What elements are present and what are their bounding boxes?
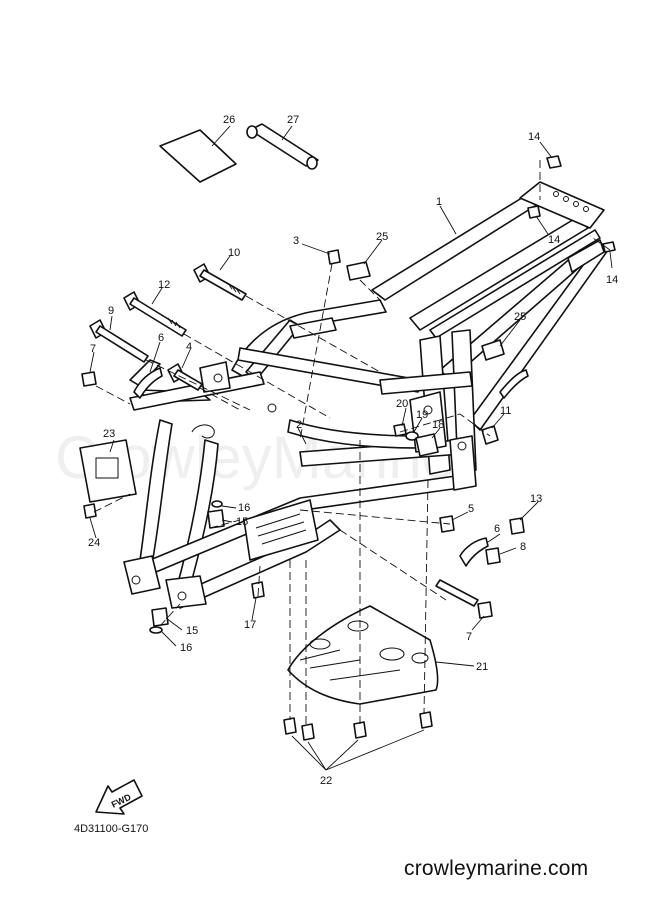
callout-7-right: 7 — [466, 631, 472, 643]
washer-16-top[interactable] — [211, 500, 223, 508]
callout-3: 3 — [293, 235, 299, 247]
callout-27: 27 — [287, 114, 299, 126]
bolt-9[interactable] — [89, 319, 149, 363]
washer-16-bottom[interactable] — [149, 626, 163, 634]
assembly-lines — [93, 160, 611, 726]
callout-26: 26 — [223, 114, 235, 126]
callout-13: 13 — [530, 493, 542, 505]
callout-22: 22 — [320, 775, 332, 787]
callout-23: 23 — [103, 428, 115, 440]
nut-7-left[interactable] — [81, 371, 97, 387]
leader-lines — [89, 125, 613, 771]
damper-18[interactable] — [415, 433, 439, 457]
callout-11: 11 — [500, 405, 511, 417]
collar-15-top[interactable] — [207, 509, 225, 529]
long-bolt-right[interactable] — [435, 579, 479, 607]
bracket-6-right[interactable] — [459, 537, 489, 567]
nut-8[interactable] — [485, 547, 501, 565]
callout-14-top: 14 — [528, 131, 540, 143]
bolt-24[interactable] — [83, 503, 97, 519]
callout-4: 4 — [186, 341, 192, 353]
callout-7-left: 7 — [90, 343, 96, 355]
diagram-code: 4D31100-G170 — [74, 823, 149, 835]
callout-16-top: 16 — [238, 502, 250, 514]
site-url: crowleymarine.com — [404, 857, 589, 880]
nut-11[interactable] — [481, 425, 499, 445]
bolt-4[interactable] — [167, 363, 203, 391]
callout-24: 24 — [88, 537, 100, 549]
clip-3[interactable] — [327, 249, 341, 265]
callout-15-bottom: 15 — [186, 625, 198, 637]
callout-9: 9 — [108, 305, 114, 317]
callout-17: 17 — [244, 619, 256, 631]
bolt-10[interactable] — [193, 263, 247, 301]
tool-tube-part[interactable] — [246, 123, 319, 170]
damper-25-top[interactable] — [346, 261, 371, 281]
callout-2: 2 — [296, 419, 302, 431]
callout-15-top: 15 — [236, 516, 248, 528]
cap-14-mid[interactable] — [527, 205, 541, 219]
bolt-22-b[interactable] — [301, 723, 315, 741]
callout-18: 18 — [432, 419, 444, 431]
bracket-23[interactable] — [79, 439, 137, 503]
callout-16-bottom: 16 — [180, 642, 192, 654]
fwd-arrow: FWD — [95, 779, 143, 815]
callout-10: 10 — [228, 247, 240, 259]
callout-8: 8 — [520, 541, 526, 553]
nut-7-right[interactable] — [477, 601, 493, 619]
bolt-20[interactable] — [393, 423, 407, 437]
callout-6-right: 6 — [494, 523, 500, 535]
cap-14-right[interactable] — [602, 241, 616, 253]
callout-6-left: 6 — [158, 332, 164, 344]
tool-bag-part[interactable] — [159, 129, 237, 183]
bracket-6-left[interactable] — [133, 367, 163, 399]
callout-12: 12 — [158, 279, 170, 291]
callout-numbers: 1 2 3 4 5 6 6 7 7 8 9 10 11 12 13 14 14 … — [88, 114, 618, 787]
bolt-22-a[interactable] — [283, 717, 297, 735]
callout-19: 19 — [416, 409, 428, 421]
damper-25-right[interactable] — [481, 339, 505, 361]
callout-14-right: 14 — [606, 274, 618, 286]
callout-20: 20 — [396, 398, 408, 410]
bolt-22-d[interactable] — [419, 711, 433, 729]
collar-15-bottom[interactable] — [151, 607, 169, 627]
skid-plate[interactable] — [287, 605, 439, 705]
callout-1: 1 — [436, 196, 442, 208]
washer-19[interactable] — [405, 431, 419, 441]
callout-25-top: 25 — [376, 231, 388, 243]
callout-14-mid: 14 — [548, 234, 560, 246]
callout-25-right: 25 — [514, 311, 526, 323]
nut-13[interactable] — [509, 517, 525, 535]
bolt-22-c[interactable] — [353, 721, 367, 739]
frame[interactable] — [123, 181, 609, 609]
callout-21: 21 — [476, 661, 488, 673]
bolt-12[interactable] — [123, 291, 187, 337]
cap-14-top[interactable] — [546, 155, 562, 169]
callout-5: 5 — [468, 503, 474, 515]
